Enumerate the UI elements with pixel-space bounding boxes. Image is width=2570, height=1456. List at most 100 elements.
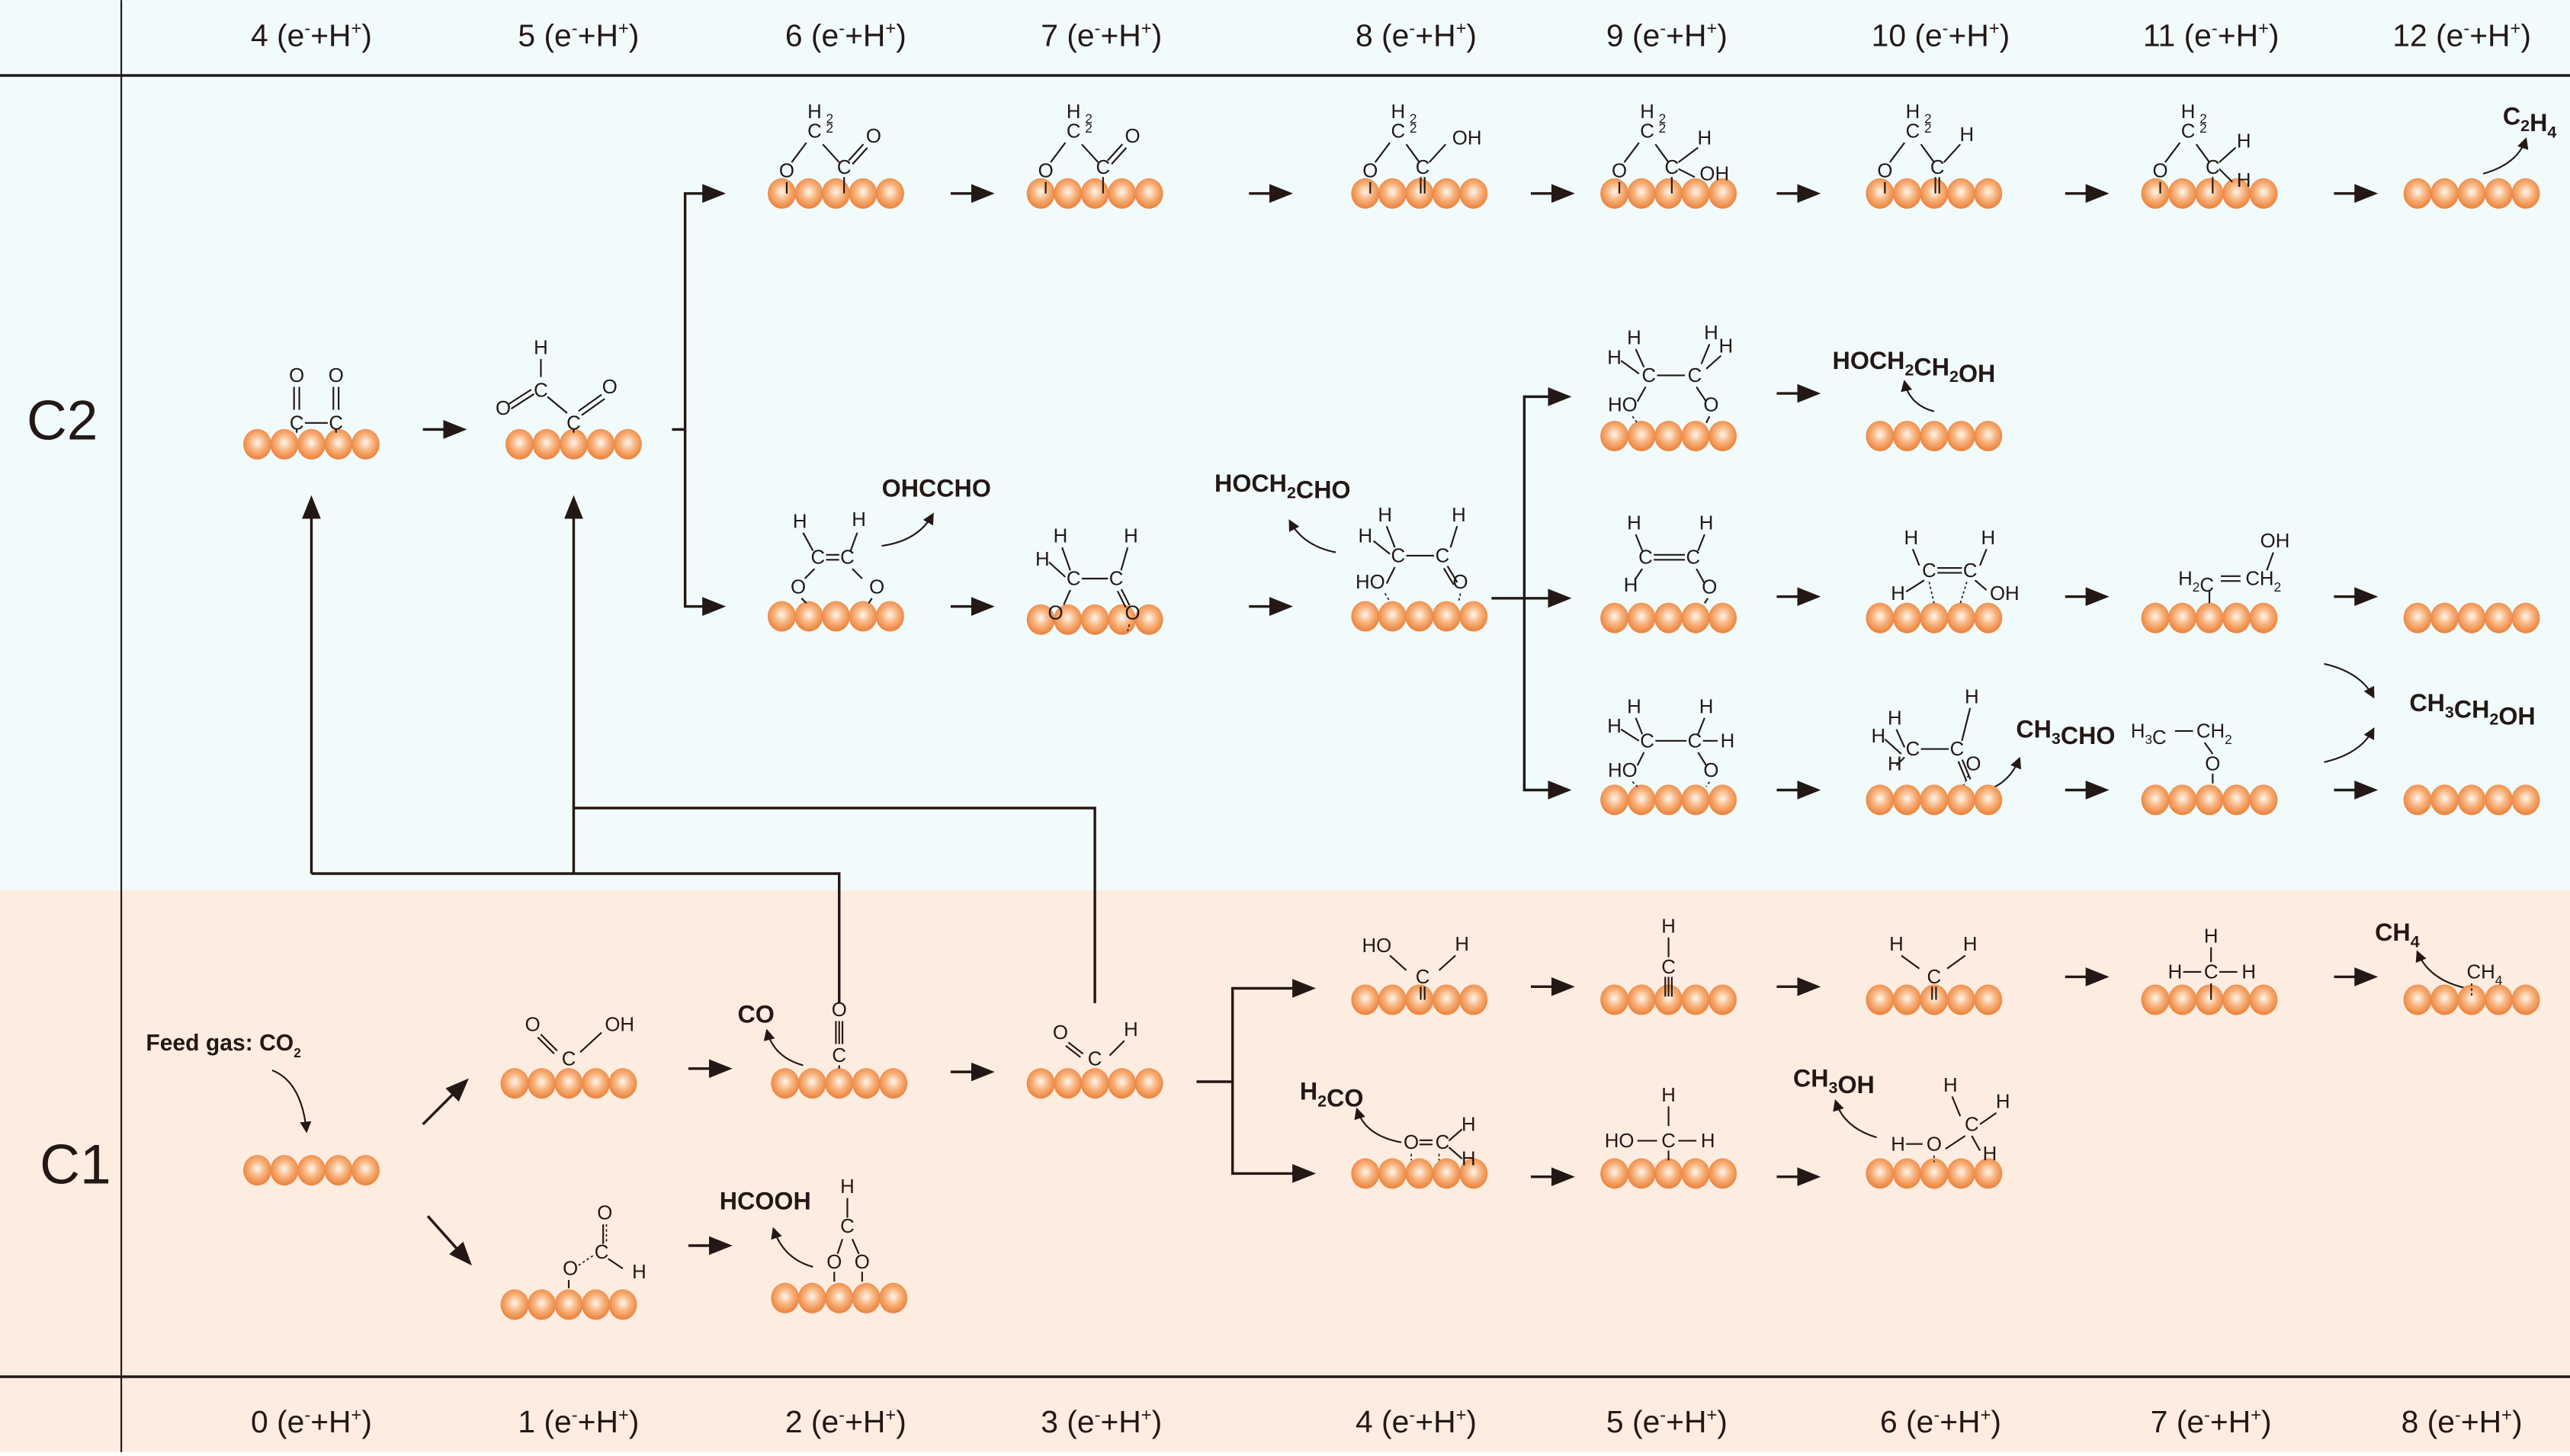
atom-label: OH: [605, 1014, 634, 1035]
axis-count: 8 (e: [2402, 1404, 2455, 1439]
weak-bond: [1705, 781, 1711, 787]
axis-plus: +H: [1100, 1404, 1141, 1439]
atom-label: C: [1906, 739, 1920, 760]
bond: [1385, 566, 1396, 584]
copper-surface: [1866, 602, 2003, 633]
copper-atom: [2403, 602, 2432, 633]
atom-label: C: [2181, 121, 2196, 143]
bond: [1374, 142, 1391, 163]
atom-label: O: [496, 398, 511, 419]
atom-label: C: [1391, 121, 1406, 143]
formula-part: CH: [2016, 716, 2052, 743]
atom-label: H: [1891, 1134, 1905, 1155]
atom-label: H: [1996, 1091, 2010, 1112]
bottom-axis-label: 2 (e-+H+): [785, 1404, 906, 1439]
subscript: 4: [2547, 123, 2556, 142]
copper-atom: [613, 428, 642, 460]
atom-label: C: [807, 121, 822, 143]
copper-surface: [1351, 178, 1488, 209]
desorption-arrow: [763, 1028, 804, 1066]
copper-atom: [1946, 420, 1975, 451]
copper-atom: [1080, 1068, 1109, 1099]
subscript: 2: [2520, 117, 2530, 135]
desorption-arrow: [1901, 380, 1935, 412]
superscript-minus: -: [1943, 19, 1949, 39]
atom-label: C: [810, 547, 825, 569]
atom-label: OH: [1452, 127, 1482, 149]
formula-part: CH: [1914, 353, 1949, 380]
copper-atom: [1866, 784, 1895, 816]
axis-close: ): [1152, 18, 1163, 53]
copper-atom: [2195, 602, 2224, 633]
subscript: 2: [1949, 367, 1959, 386]
copper-atom: [351, 428, 380, 460]
desorption-arrow: [2415, 950, 2467, 989]
atom-label: HO: [1362, 935, 1392, 957]
atom-label: H: [1721, 730, 1735, 752]
bond: [1654, 143, 1670, 163]
axis-plus: +H: [310, 18, 351, 53]
axis-close: ): [2520, 18, 2531, 53]
superscript-minus: -: [2455, 1406, 2461, 1426]
subscript: 2: [1085, 111, 1092, 126]
atom-label: O: [2205, 754, 2220, 775]
copper-atom: [1600, 984, 1629, 1015]
copper-atom: [1627, 784, 1656, 816]
copper-surface: [1866, 420, 2003, 451]
atom-label: C: [1640, 121, 1654, 143]
axis-plus: +H: [845, 18, 885, 53]
bond: [1120, 588, 1131, 606]
axis-count: 12 (e: [2392, 18, 2463, 53]
subscript: 3: [2445, 704, 2454, 722]
copper-atom: [1351, 601, 1380, 632]
atom-label: O: [525, 1014, 541, 1035]
atom-label: H: [1461, 1114, 1476, 1136]
copper-surface: [1600, 420, 1737, 451]
superscript-plus: +: [351, 19, 362, 39]
axis-count: 4 (e: [251, 18, 304, 53]
bond: [1696, 568, 1705, 584]
bond: [581, 398, 605, 416]
formula-part: HOCH: [1833, 347, 1905, 374]
copper-atom: [1134, 178, 1163, 209]
copper-atom: [1378, 1158, 1407, 1189]
copper-atom: [2403, 784, 2432, 816]
bond: [1901, 954, 1920, 970]
copper-atom: [528, 1068, 557, 1099]
bond: [1428, 143, 1446, 163]
copper-atom: [1681, 602, 1710, 633]
axis-count: 7 (e: [1041, 18, 1094, 53]
copper-surface: [243, 1155, 380, 1186]
copper-atom: [1627, 178, 1656, 209]
bond: [1677, 146, 1699, 163]
atom-label: C: [2206, 157, 2220, 178]
copper-atom: [1351, 178, 1380, 209]
atom-label: H: [1124, 1019, 1138, 1041]
weak-bond: [1458, 593, 1461, 602]
bond: [1884, 738, 1902, 755]
copper-surface: [243, 428, 380, 460]
atom-label: H: [1640, 101, 1654, 123]
copper-atom: [2457, 984, 2486, 1015]
bond: [1911, 548, 1920, 566]
superscript-plus: +: [2501, 1406, 2512, 1426]
copper-atom: [1654, 1158, 1683, 1189]
subscript: 4: [2411, 933, 2420, 951]
bond: [1067, 1041, 1084, 1055]
copper-atom: [852, 1282, 881, 1313]
atom-label: O: [1038, 160, 1054, 181]
copper-surface: [1600, 178, 1737, 209]
pathway-connector-r3: [1522, 386, 1572, 598]
atom-label: H: [1627, 328, 1641, 349]
copper-surface: [500, 1068, 637, 1099]
bond: [2219, 168, 2233, 183]
atom-label: O: [597, 1203, 612, 1224]
desorption-arrow: [2482, 136, 2529, 175]
copper-surface: [2403, 984, 2540, 1015]
bond: [1635, 534, 1644, 551]
subscript: 2: [2193, 579, 2200, 595]
